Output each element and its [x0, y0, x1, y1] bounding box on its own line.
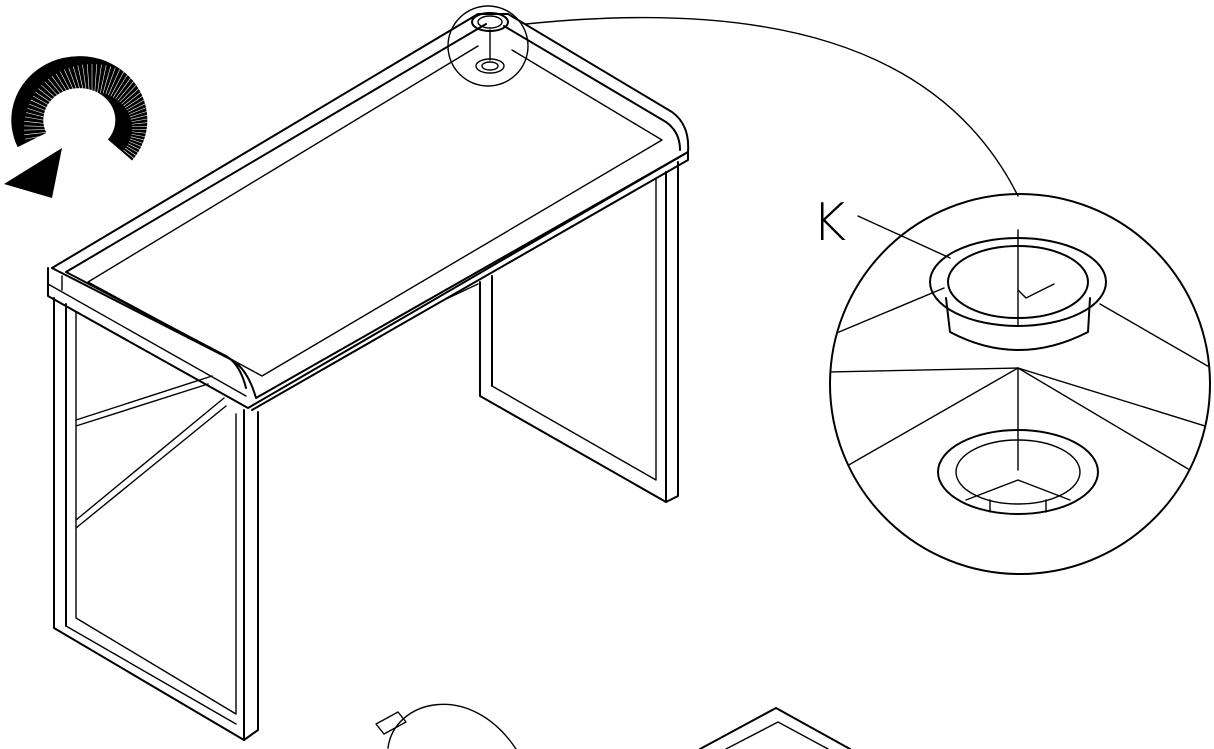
rotate-arrow-hatch [51, 76, 69, 100]
rotate-arrow-hatch [28, 103, 56, 115]
right-leg-frame [443, 161, 679, 503]
detail-callout-circle-small [447, 5, 529, 87]
rotate-arrow-hatch [24, 116, 53, 123]
desk-illustration [47, 5, 690, 741]
rotate-arrow-hatch [131, 121, 160, 125]
rotate-arrow-hatch [127, 143, 154, 157]
rotate-arrow-hatch [124, 147, 149, 165]
rotate-arrow-hatch [55, 73, 72, 98]
rotate-arrow-hatch [126, 95, 152, 111]
part-label-k: K [812, 193, 846, 253]
rotate-arrow-hatch [30, 143, 57, 157]
left-leg-frame [53, 297, 259, 741]
detail-callout-circle-large [829, 193, 1211, 575]
desktop-inner-panel [87, 45, 663, 377]
rotate-arrow-hatch [30, 99, 57, 113]
rotate-arrow-hatch [131, 128, 160, 131]
rotate-arrow-hatch [64, 69, 77, 96]
rotate-arrow-hatch [105, 67, 116, 95]
rotate-arrow-hatch [82, 64, 87, 93]
rotate-arrow-hatch [32, 95, 58, 111]
rotate-arrow-hatch [128, 141, 156, 153]
rotate-arrow-hatch [129, 107, 157, 118]
part-label-leader [857, 215, 951, 259]
rotate-arrow-hatch [130, 136, 159, 144]
rotate-arrow-hatch [131, 131, 160, 135]
rotate-arrow-hatch [107, 69, 120, 96]
rotate-arrow-icon [4, 56, 160, 198]
rotate-arrow-hatch [119, 81, 140, 103]
rotate-arrow-hatch [126, 145, 152, 161]
rotate-arrow-hatch [128, 103, 156, 115]
rotate-arrow-hatch [24, 131, 53, 135]
rotate-arrow-hatch [94, 64, 98, 93]
rotate-arrow-hatch [41, 84, 63, 105]
rotate-arrow-hatch [24, 133, 53, 140]
rotate-arrow-hatch [44, 81, 65, 103]
rotate-arrow-hatch [130, 112, 159, 120]
rotate-arrow-hatch [112, 73, 129, 98]
rotate-arrow-hatch [123, 88, 146, 107]
desktop-rim-inner [65, 23, 681, 389]
rotate-arrow-hatch [124, 91, 149, 109]
rotate-arrow-hatch [110, 71, 125, 97]
rotate-arrow-hatch [25, 112, 54, 120]
rotate-arrow-hatch [48, 78, 67, 101]
rotate-arrow-hatch [86, 64, 90, 93]
rotate-arrow-hatch [27, 138, 55, 149]
rotate-arrow-hatch [68, 67, 79, 95]
grommet-detail-view: K [812, 193, 1211, 575]
rotate-arrow-hatch [32, 145, 58, 161]
bottom-partial-clip [375, 703, 517, 749]
rotate-arrow-hatch [131, 133, 160, 140]
rotate-arrow-hatch [27, 107, 55, 118]
rotate-arrow-hatch [115, 76, 133, 100]
rotate-arrow-hatch [28, 141, 56, 153]
rotate-arrow-hatch [123, 149, 146, 168]
rotate-arrow-hatch [129, 138, 157, 149]
rotate-arrow-hatch [77, 65, 84, 93]
rotate-arrow-hatch [102, 66, 112, 94]
rotate-arrow-hatch [59, 71, 74, 97]
rotate-arrow-hatch [117, 78, 136, 101]
rotate-arrow-hatch [38, 88, 61, 107]
rotate-arrow-hatch [72, 66, 82, 94]
rotate-arrow-hatch [35, 91, 60, 109]
rotate-arrow-hatch [100, 65, 107, 93]
desktop-front-edge [47, 151, 689, 411]
rotate-arrow-hatch [131, 125, 160, 128]
rotate-arrow-hatch [127, 99, 154, 113]
grommet-small [471, 12, 509, 74]
bottom-partial-frame [699, 707, 851, 749]
rotate-arrow-hatch [121, 84, 143, 105]
detail-leader-curve [525, 16, 1019, 197]
rotate-arrow-hatch [131, 116, 160, 123]
rotate-arrow-hatch [24, 128, 53, 131]
rotate-arrow-hatch [97, 64, 102, 93]
rotate-arrow-hatch [25, 136, 54, 144]
rotate-arrow-hatch [24, 121, 53, 125]
rotate-arrow-hatch [24, 125, 53, 128]
